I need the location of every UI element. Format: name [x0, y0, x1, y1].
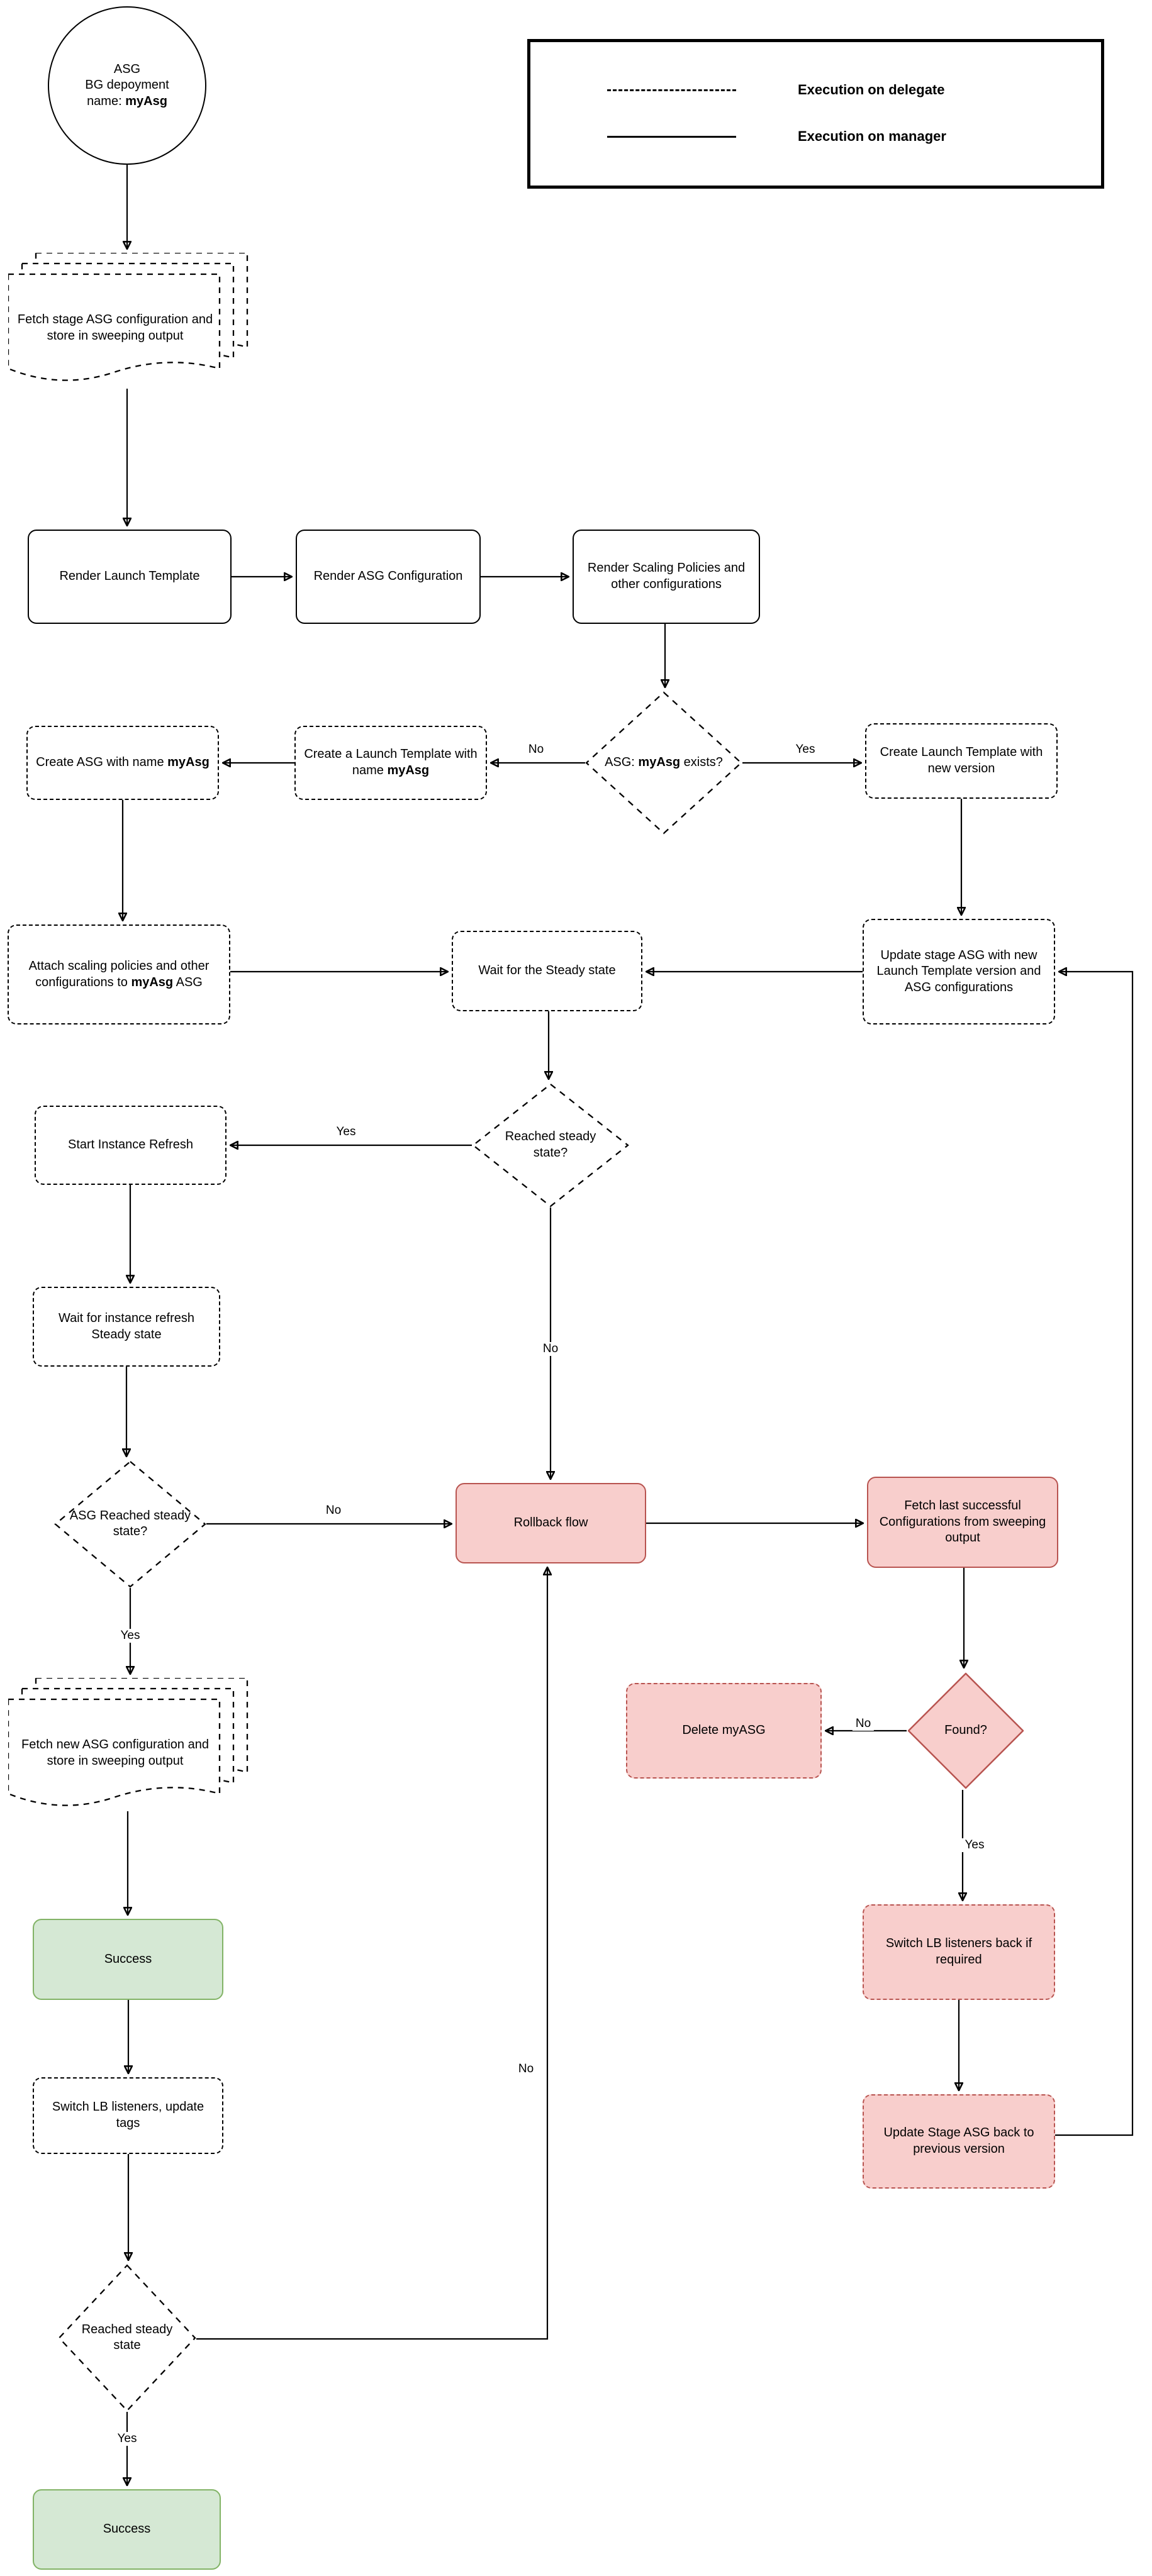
node-found-decision: Found?	[907, 1672, 1025, 1790]
edge-label-found-no: No	[852, 1717, 875, 1731]
create-launch-named-label: Create a Launch Template with name myAsg	[304, 747, 478, 777]
node-create-launch-template-new: Create Launch Template with new version	[865, 723, 1058, 799]
create-asg-label: Create ASG with name myAsg	[36, 755, 210, 770]
edge-label-asg-reached-yes: Yes	[117, 1629, 143, 1643]
node-update-stage-back: Update Stage ASG back to previous versio…	[863, 2094, 1055, 2189]
edge-label-steady2-no: No	[515, 2062, 537, 2076]
solid-line-sample	[607, 135, 736, 138]
node-attach-scaling-policies: Attach scaling policies and other config…	[8, 924, 230, 1024]
node-rollback-flow: Rollback flow	[456, 1483, 646, 1563]
edge-label-steady1-no: No	[539, 1342, 562, 1356]
edge-label-steady1-yes: Yes	[333, 1125, 359, 1139]
node-render-launch-template: Render Launch Template	[28, 530, 232, 624]
node-switch-lb-back: Switch LB listeners back if required	[863, 1904, 1055, 2000]
node-fetch-last-configurations: Fetch last successful Configurations fro…	[867, 1477, 1058, 1568]
node-wait-steady-state: Wait for the Steady state	[452, 931, 642, 1011]
node-fetch-new-config: Fetch new ASG configuration and store in…	[8, 1678, 249, 1818]
attach-scaling-label: Attach scaling policies and other config…	[28, 958, 210, 989]
node-asg-exists-decision: ASG: myAsg exists?	[585, 691, 742, 835]
node-render-asg-configuration: Render ASG Configuration	[296, 530, 481, 624]
edge-update-back-loop	[1055, 972, 1134, 2136]
node-reached-steady-decision-1: Reached steady state?	[472, 1083, 629, 1208]
node-update-stage-asg: Update stage ASG with new Launch Templat…	[863, 919, 1055, 1024]
node-create-asg: Create ASG with name myAsg	[26, 726, 219, 800]
multi-document-shape	[8, 253, 249, 381]
node-success-2: Success	[33, 2489, 221, 2570]
node-create-launch-template-named: Create a Launch Template with name myAsg	[294, 726, 487, 800]
edge-reached2-no-to-rollback	[196, 1567, 547, 2340]
fetch-stage-label: Fetch stage ASG configuration and store …	[17, 313, 213, 343]
node-wait-instance-refresh: Wait for instance refresh Steady state	[33, 1287, 220, 1367]
edge-label-asg-reached-no: No	[322, 1504, 345, 1518]
node-reached-steady-decision-2: Reached steady state	[58, 2264, 196, 2412]
fetch-new-label: Fetch new ASG configuration and store in…	[21, 1738, 209, 1768]
legend-delegate-label: Execution on delegate	[798, 82, 945, 97]
asg-exists-label: ASG: myAsg exists?	[605, 755, 723, 770]
node-asg-reached-steady-decision: ASG Reached steady state?	[54, 1460, 206, 1588]
legend-row-manager: Execution on manager	[607, 127, 946, 146]
edge-label-found-yes: Yes	[961, 1838, 988, 1852]
node-switch-lb-listeners: Switch LB listeners, update tags	[33, 2077, 223, 2154]
node-delete-myasg: Delete myASG	[626, 1683, 822, 1779]
edge-label-steady2-yes: Yes	[114, 2432, 140, 2446]
legend-row-delegate: Execution on delegate	[607, 80, 945, 99]
node-start-instance-refresh: Start Instance Refresh	[35, 1106, 226, 1185]
legend: Execution on delegate Execution on manag…	[527, 39, 1104, 189]
start-circle-label: ASG BG depoyment name: myAsg	[85, 62, 169, 108]
node-render-scaling-policies: Render Scaling Policies and other config…	[573, 530, 760, 624]
multi-document-shape	[8, 1678, 249, 1806]
node-success-1: Success	[33, 1919, 223, 2000]
edge-label-exists-no: No	[525, 743, 547, 757]
edge-label-exists-yes: Yes	[792, 743, 819, 757]
node-fetch-stage-config: Fetch stage ASG configuration and store …	[8, 253, 249, 392]
legend-manager-label: Execution on manager	[798, 128, 946, 144]
node-start-circle: ASG BG depoyment name: myAsg	[48, 6, 206, 165]
dashed-line-sample	[607, 89, 736, 91]
